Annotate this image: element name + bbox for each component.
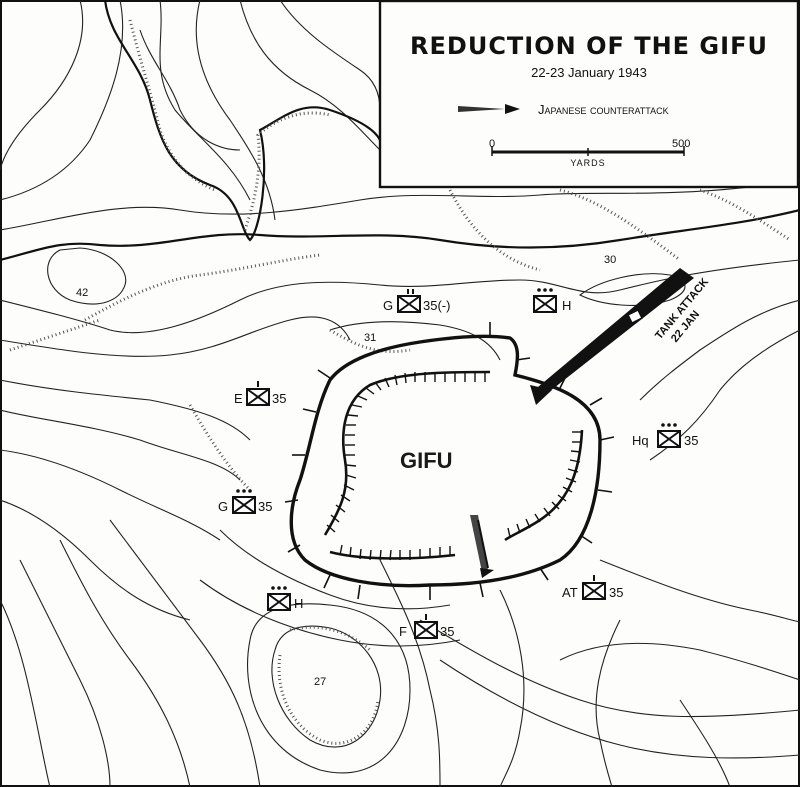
map-title: REDUCTION OF THE GIFU bbox=[410, 32, 768, 60]
svg-text:35: 35 bbox=[440, 624, 454, 639]
scale-bar bbox=[491, 146, 685, 156]
south-defense-line bbox=[329, 550, 456, 560]
scale-min: 0 bbox=[489, 138, 495, 150]
east-defense-line bbox=[504, 429, 584, 542]
south-arrowhead bbox=[480, 568, 494, 578]
svg-text:H: H bbox=[294, 596, 303, 611]
ridge-stipple bbox=[9, 19, 791, 745]
unit-f-35: F 35 bbox=[399, 614, 454, 639]
svg-text:35: 35 bbox=[272, 391, 286, 406]
svg-text:35: 35 bbox=[258, 499, 272, 514]
unit-g-35-minus: G 35(-) bbox=[383, 289, 450, 313]
svg-text:G: G bbox=[218, 499, 228, 514]
counterattack-legend-label: Japanese counterattack bbox=[538, 102, 669, 117]
legend-box: REDUCTION OF THE GIFU 22-23 January 1943… bbox=[378, 0, 800, 189]
svg-text:F: F bbox=[399, 624, 407, 639]
counterattack-wedge bbox=[470, 515, 488, 572]
svg-text:E: E bbox=[234, 391, 243, 406]
counterattack-symbol-icon bbox=[458, 104, 520, 114]
south-counterattack-arrow bbox=[477, 519, 489, 569]
tank-symbol-icon bbox=[626, 308, 644, 325]
unit-hq-35: Hq 35 bbox=[632, 423, 698, 448]
svg-text:35(-): 35(-) bbox=[423, 298, 450, 313]
unit-g-35: G 35 bbox=[218, 489, 272, 514]
scale-max: 500 bbox=[672, 138, 690, 150]
svg-text:Hq: Hq bbox=[632, 433, 649, 448]
map-dates: 22-23 January 1943 bbox=[531, 65, 647, 80]
perimeter-line bbox=[289, 334, 602, 588]
svg-text:35: 35 bbox=[609, 585, 623, 600]
elevation-30: 30 bbox=[604, 254, 616, 266]
svg-text:H: H bbox=[562, 298, 571, 313]
elevation-labels: 42 31 30 27 bbox=[76, 254, 616, 688]
elevation-31: 31 bbox=[364, 332, 376, 344]
svg-text:35: 35 bbox=[684, 433, 698, 448]
pocket-label: GIFU bbox=[400, 448, 453, 473]
svg-text:G: G bbox=[383, 298, 393, 313]
gifu-pocket: GIFU bbox=[284, 322, 615, 600]
elevation-27: 27 bbox=[314, 676, 326, 688]
scale-unit: YARDS bbox=[570, 158, 605, 168]
unit-h-north: H bbox=[533, 288, 571, 313]
unit-e-35: E 35 bbox=[234, 381, 286, 406]
unit-h-south: H bbox=[267, 586, 303, 611]
elevation-42: 42 bbox=[76, 287, 88, 299]
unit-at-35: AT 35 bbox=[562, 575, 623, 600]
svg-text:AT: AT bbox=[562, 585, 578, 600]
